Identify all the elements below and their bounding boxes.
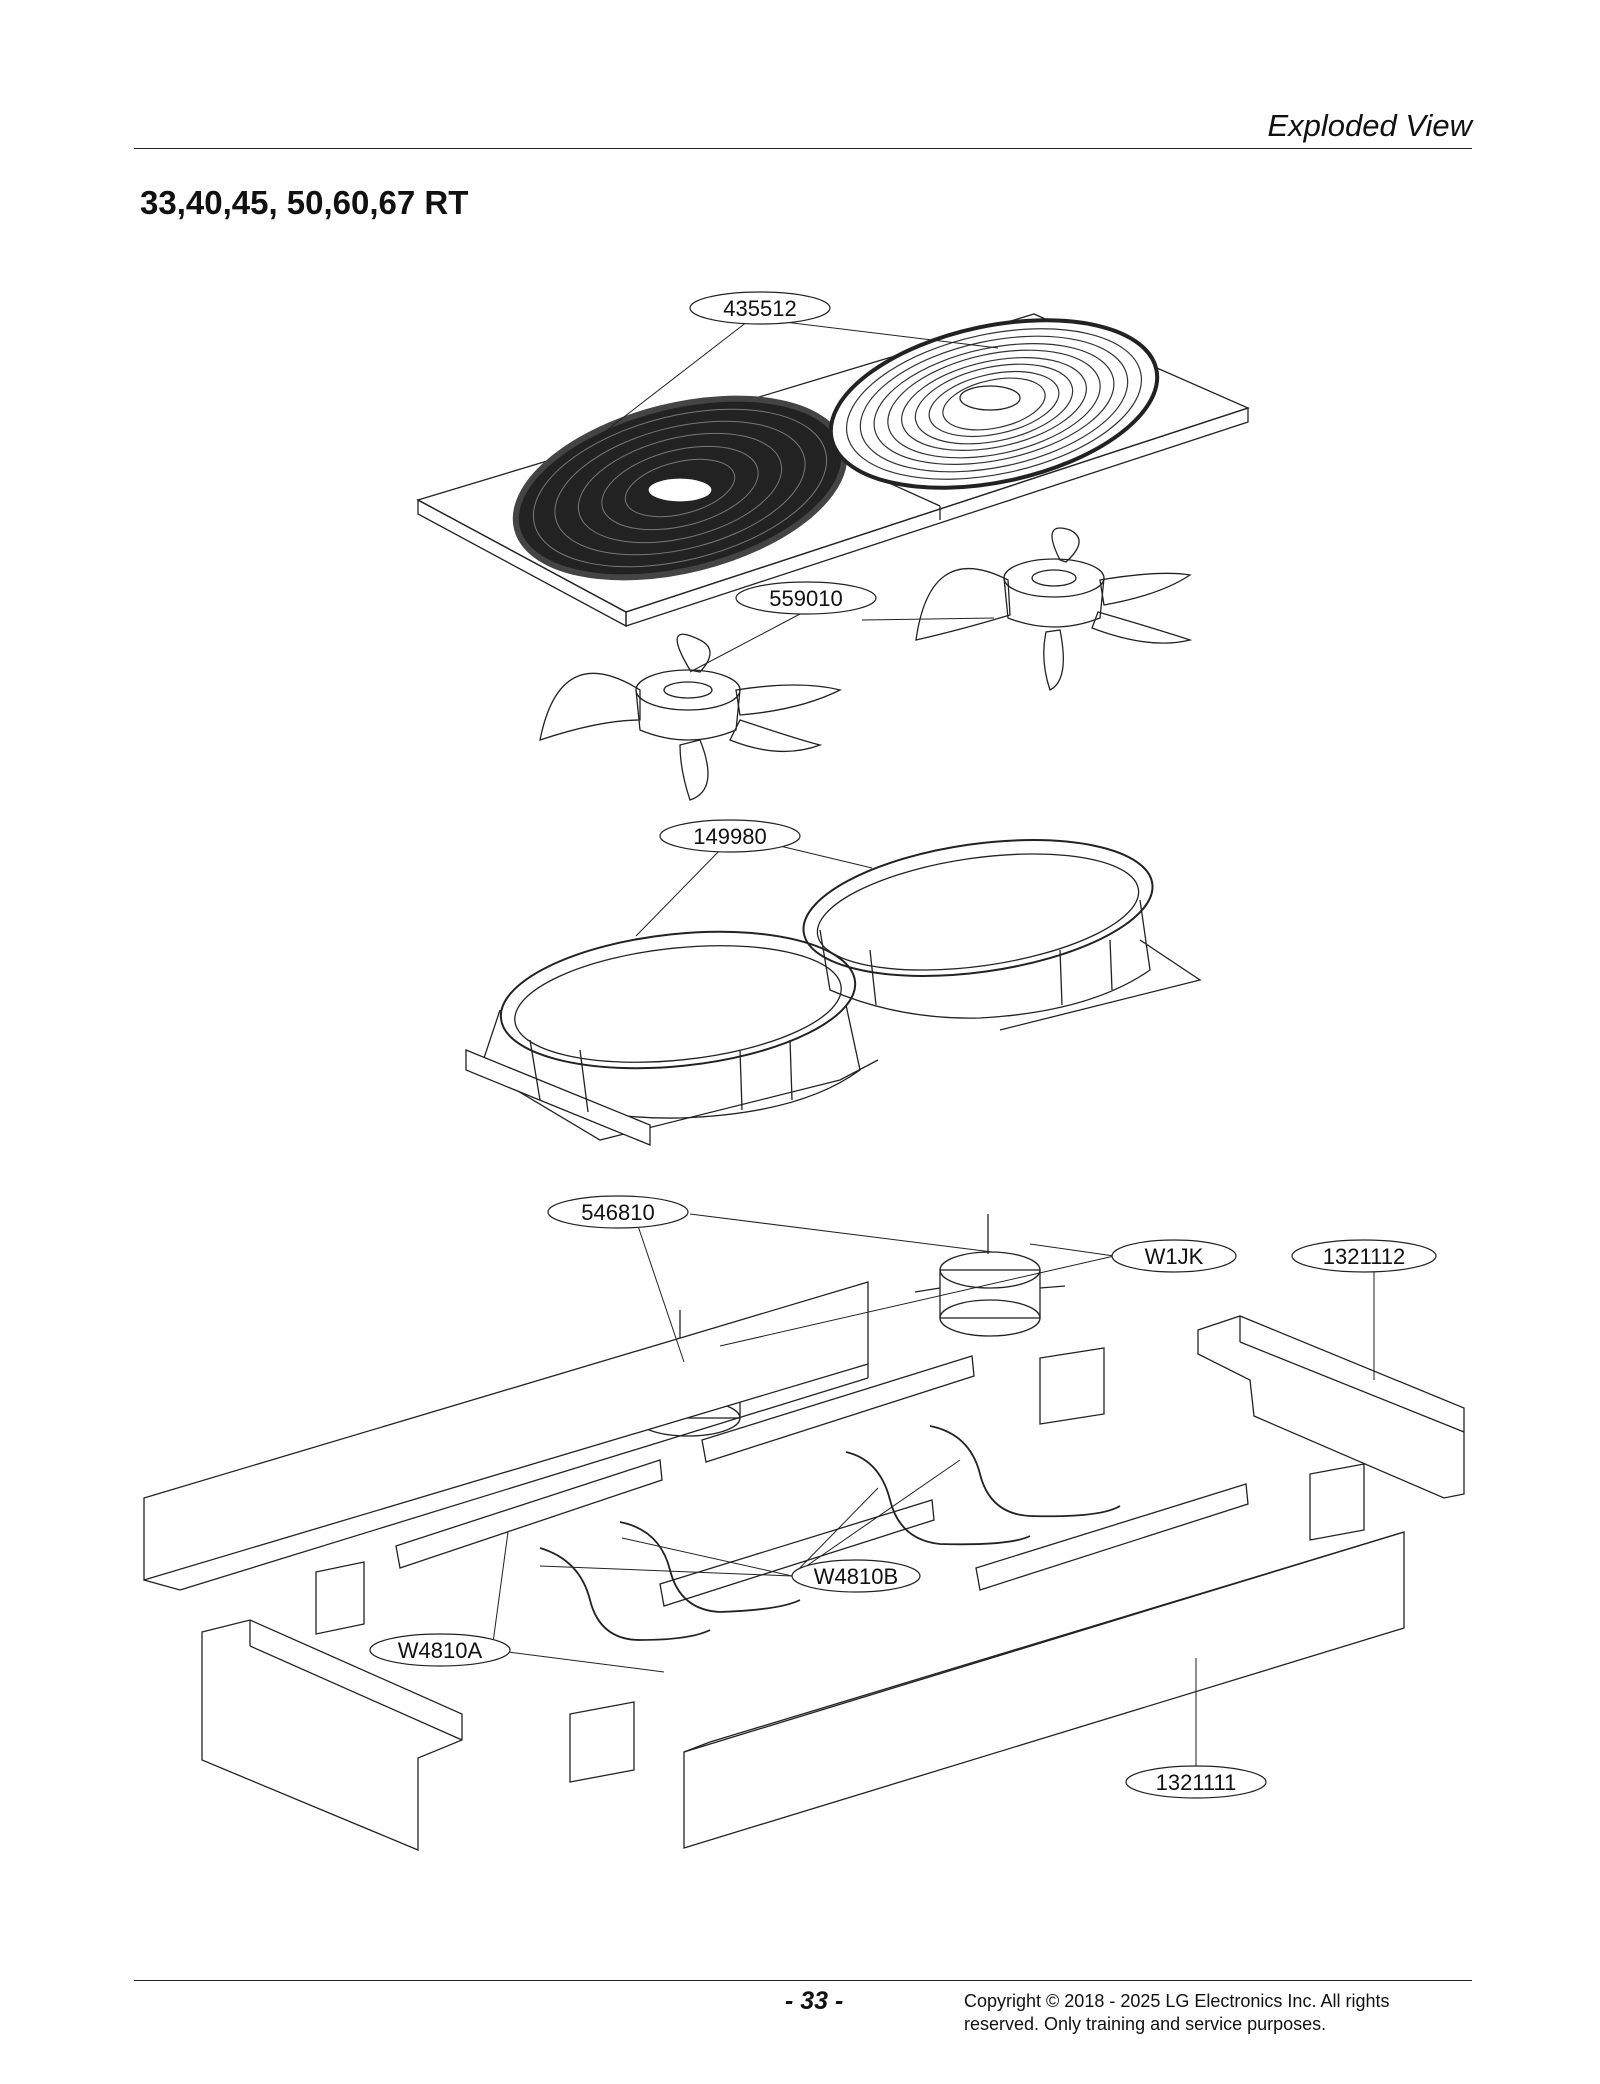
callout-ovals (369, 291, 1437, 1799)
side-channel-right-1321112 (1197, 1315, 1465, 1499)
page-number: - 33 - (785, 1987, 844, 2015)
fan-shroud-right (802, 839, 1202, 1031)
callout-w4810b: W4810B (814, 1564, 898, 1589)
callout-w1jk: W1JK (1145, 1244, 1204, 1269)
callout-149980: 149980 (693, 824, 766, 849)
base-rail-front-1321111 (683, 1531, 1405, 1849)
callout-546810: 546810 (581, 1200, 654, 1225)
copyright-line-2: reserved. Only training and service purp… (964, 2014, 1327, 2034)
header-divider (134, 148, 1472, 149)
fan-propeller-right (915, 527, 1193, 691)
leader-lines (491, 317, 1375, 1782)
callout-w4810a: W4810A (398, 1638, 483, 1663)
side-channel-left (201, 1619, 463, 1851)
callout-559010: 559010 (769, 586, 842, 611)
callout-1321112: 1321112 (1323, 1244, 1405, 1269)
corner-brackets (315, 1347, 1365, 1783)
callout-1321111: 1321111 (1156, 1770, 1237, 1795)
base-rail-rear (143, 1281, 869, 1591)
fan-shroud-left (465, 930, 879, 1146)
fan-motor-right (914, 1214, 1066, 1337)
copyright-line-1: Copyright © 2018 - 2025 LG Electronics I… (964, 1991, 1390, 2011)
fan-guard-panel (416, 313, 1250, 628)
copyright-notice: Copyright © 2018 - 2025 LG Electronics I… (964, 1990, 1464, 2036)
model-title: 33,40,45, 50,60,67 RT (140, 184, 469, 221)
section-title: Exploded View (1267, 108, 1472, 143)
motor-mount-rails (395, 1355, 1249, 1607)
wire-brackets (539, 1425, 1121, 1641)
footer-divider (134, 1980, 1472, 1981)
fan-propeller-left (539, 633, 842, 801)
callout-435512: 435512 (723, 296, 796, 321)
